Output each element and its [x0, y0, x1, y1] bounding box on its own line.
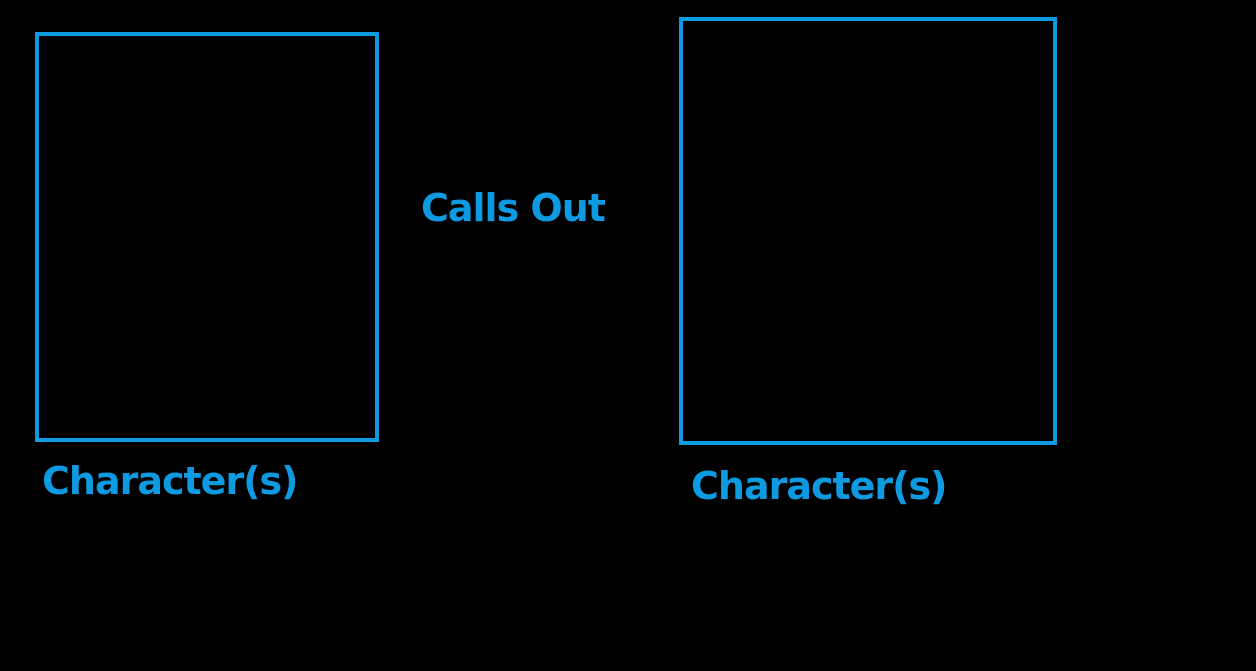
relation-label: Calls Out	[421, 186, 606, 230]
character-label-left: Character(s)	[42, 459, 299, 503]
character-label-right: Character(s)	[691, 464, 948, 508]
character-frame-left	[35, 32, 379, 442]
character-frame-right	[679, 17, 1057, 445]
